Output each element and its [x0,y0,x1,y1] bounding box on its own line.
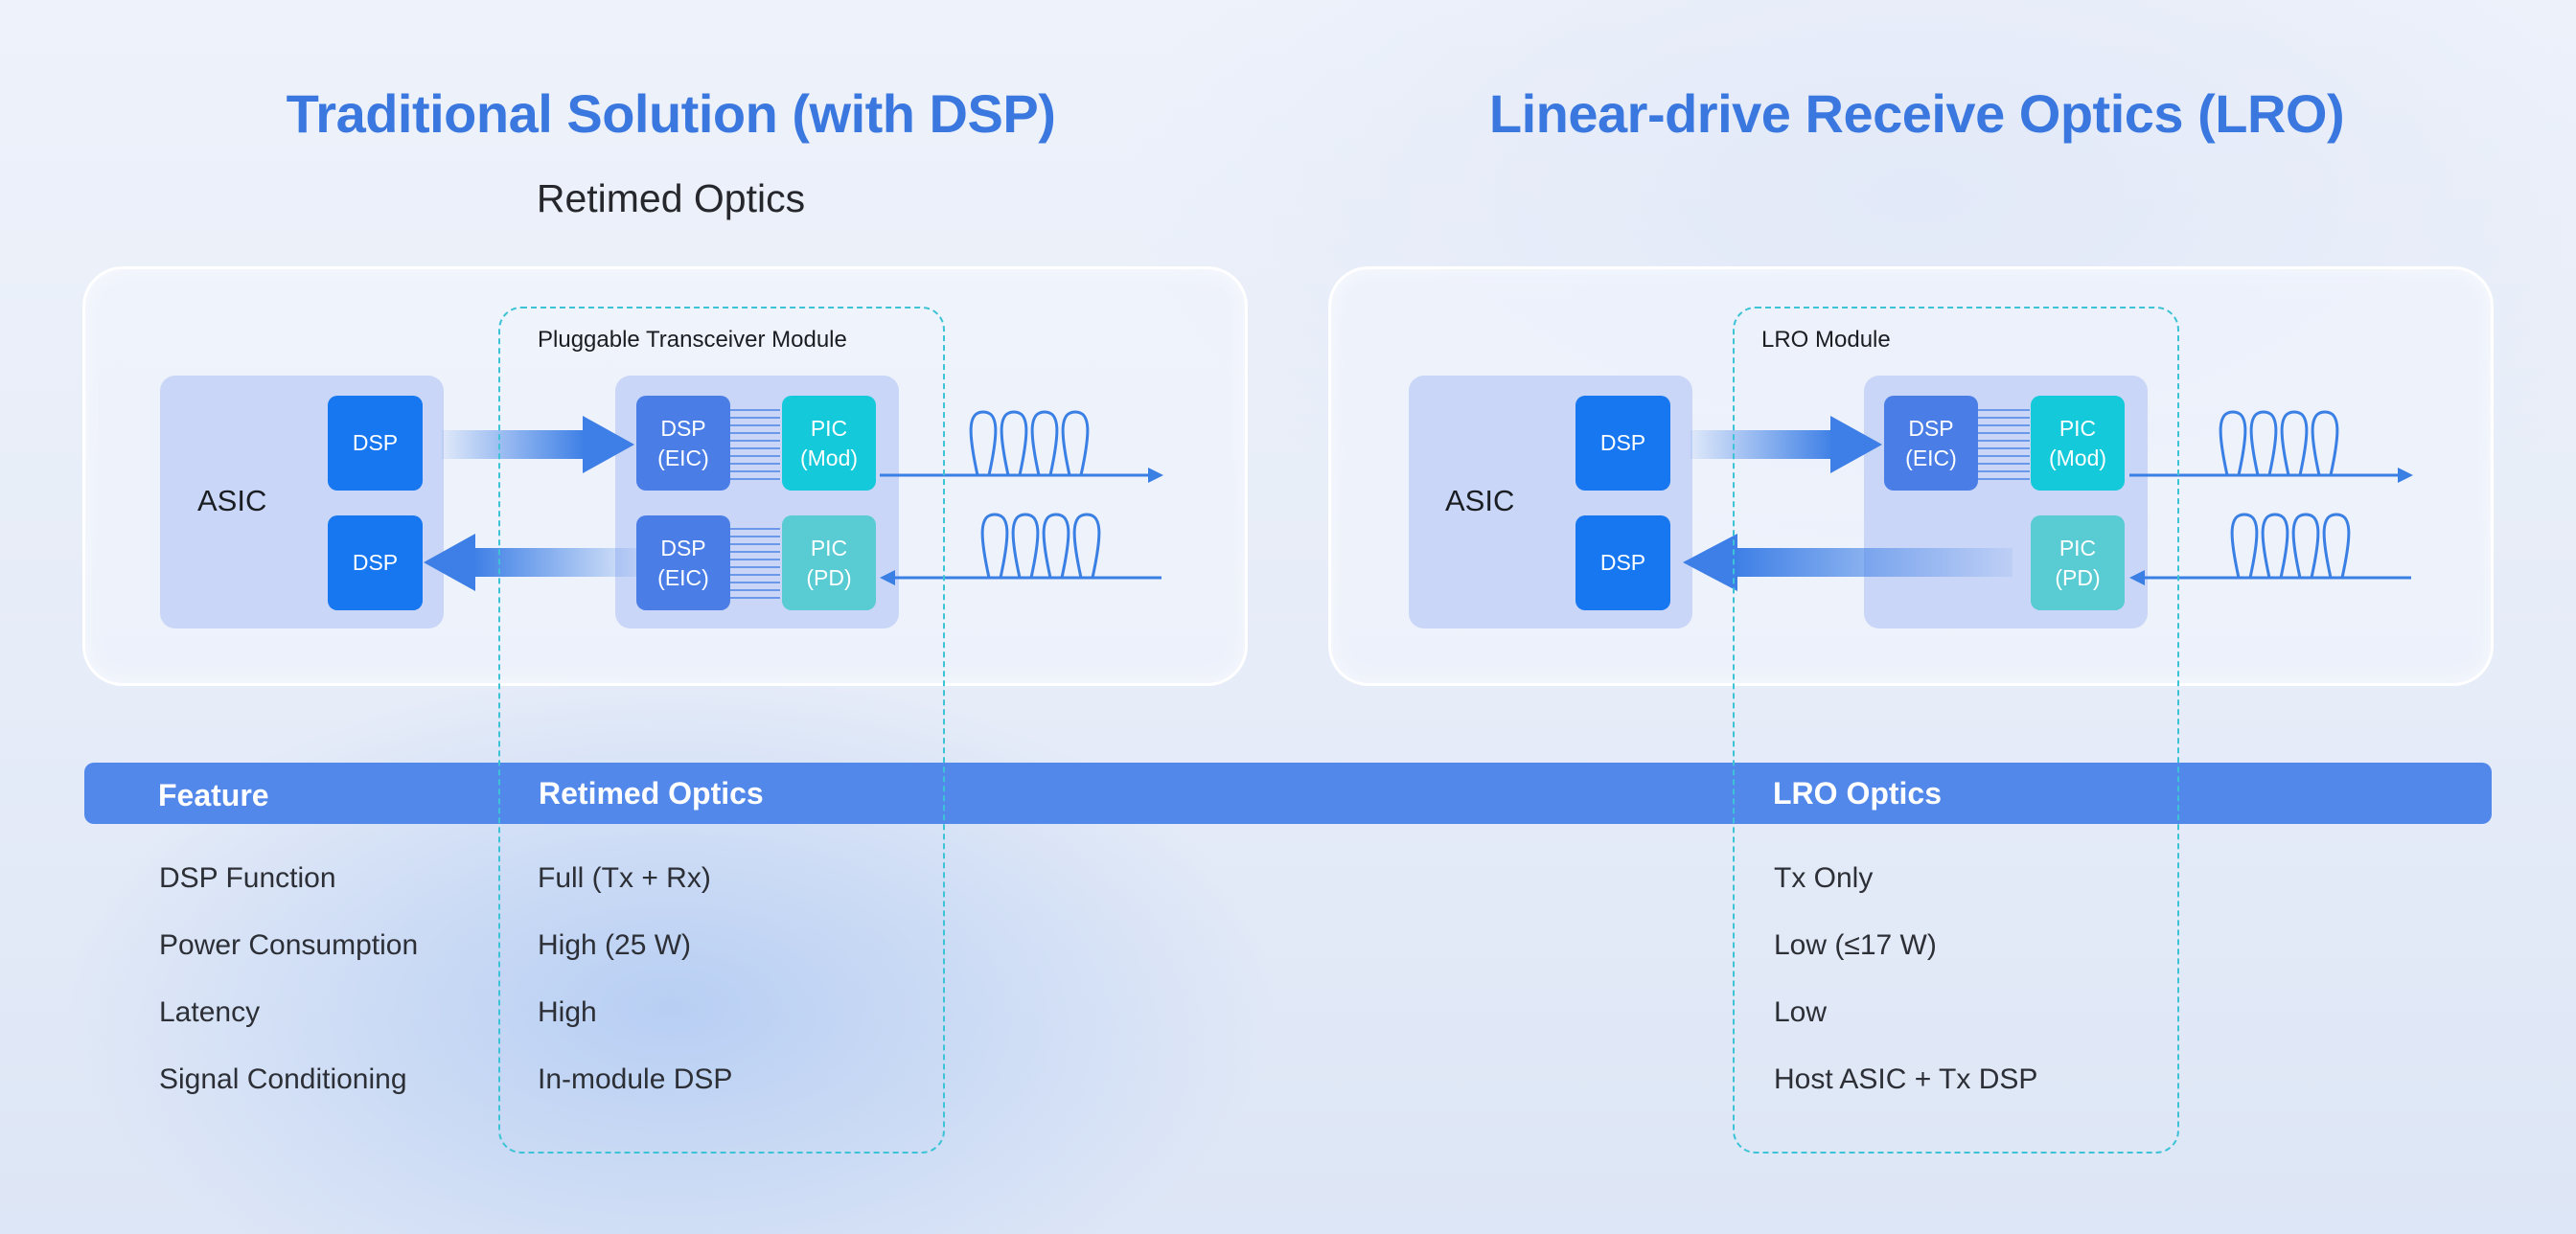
left-asic-label: ASIC [197,484,267,517]
left-pic-mod: PIC (Mod) [782,396,876,491]
right-pic-mod: PIC (Mod) [2031,396,2125,491]
row-2-lro: Low (≤17 W) [1774,929,1937,961]
row-1-lro: Tx Only [1774,862,1874,894]
left-eic-bottom: DSP (EIC) [636,515,730,610]
right-rx-arrow [1683,534,2012,591]
row-1-retimed: Full (Tx + Rx) [538,862,711,894]
right-module-label: LRO Module [1761,327,1891,353]
left-pic-pd: PIC (PD) [782,515,876,610]
left-module-label: Pluggable Transceiver Module [538,327,847,353]
left-module-outline [498,307,945,1154]
row-2-feature: Power Consumption [159,929,419,961]
left-fiber-tx [880,410,1163,483]
right-tx-arrow [1690,416,1882,473]
left-tx-lanes [730,409,780,480]
right-title: Linear-drive Receive Optics (LRO) [1488,83,2345,144]
left-rx-arrow [424,534,641,591]
right-host-dsp-top: DSP [1576,396,1670,491]
right-asic-label: ASIC [1445,484,1515,517]
row-4-retimed: In-module DSP [538,1063,733,1095]
left-subtitle: Retimed Optics [536,176,806,220]
right-fiber-rx [2129,513,2411,585]
right-pic-pd: PIC (PD) [2031,515,2125,610]
right-eic-top: DSP (EIC) [1884,396,1978,491]
row-1-feature: DSP Function [159,862,336,894]
table-header-bar [84,763,2492,824]
header-retimed: Retimed Optics [539,776,764,811]
left-host-dsp-top: DSP [328,396,423,491]
row-3-feature: Latency [159,996,261,1028]
row-4-feature: Signal Conditioning [159,1063,407,1095]
right-module-outline [1733,307,2179,1154]
right-host-dsp-bottom: DSP [1576,515,1670,610]
right-tx-lanes [1978,409,2030,480]
row-3-retimed: High [538,996,597,1028]
header-feature: Feature [158,778,269,812]
header-lro: LRO Optics [1773,776,1943,811]
left-eic-top: DSP (EIC) [636,396,730,491]
left-host-dsp-bottom: DSP [328,515,423,610]
row-4-lro: Host ASIC + Tx DSP [1774,1063,2038,1095]
row-3-lro: Low [1774,996,1828,1028]
row-2-retimed: High (25 W) [538,929,692,961]
left-tx-arrow [442,416,634,473]
left-title: Traditional Solution (with DSP) [286,83,1056,144]
left-rx-lanes [730,528,780,599]
left-fiber-rx [880,513,1162,585]
